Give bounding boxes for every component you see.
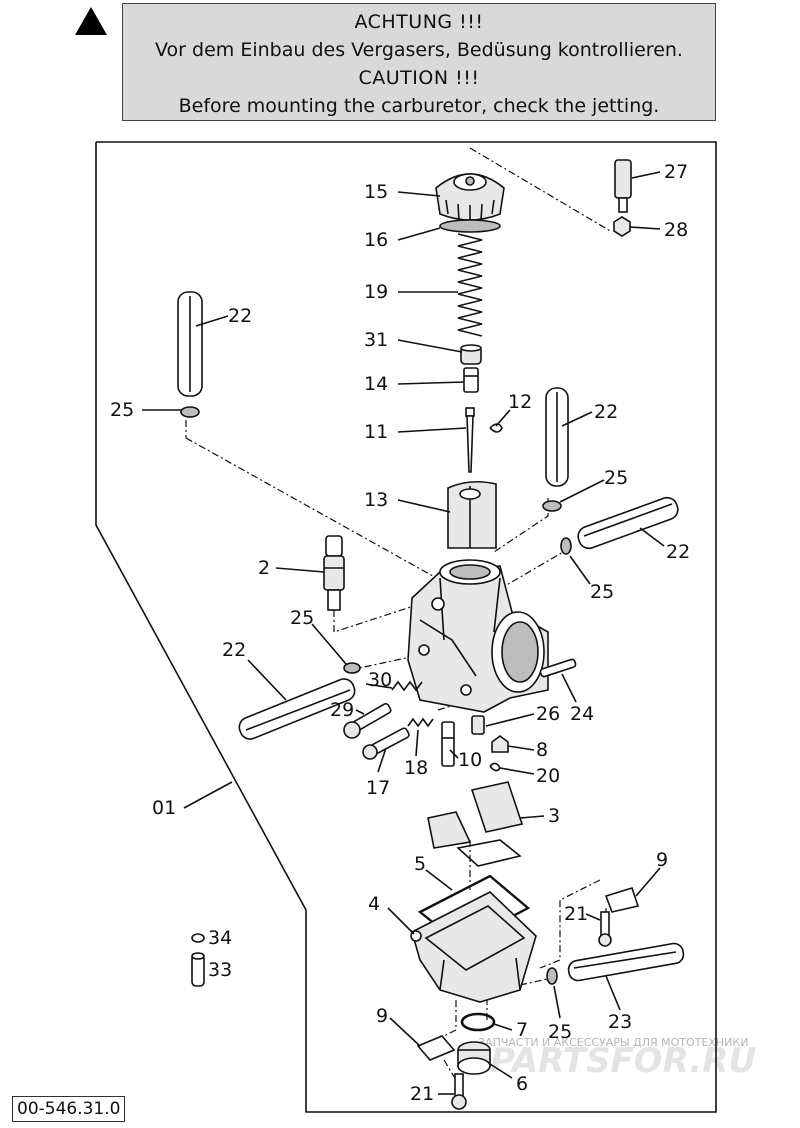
part-7-o-ring — [460, 1012, 496, 1032]
part-31-needle-holder — [460, 344, 482, 365]
drawing-code: 00-546.31.0 — [12, 1096, 126, 1122]
label-3: 3 — [548, 805, 560, 827]
part-21-screw-a — [598, 911, 612, 947]
label-10: 10 — [458, 749, 482, 771]
part-4-float-bowl — [410, 891, 537, 1003]
watermark-small: ЗАПЧАСТИ И АКСЕССУАРЫ ДЛЯ МОТОТЕХНИКИ — [478, 1036, 748, 1049]
caution-heading-de: ACHTUNG !!! — [354, 11, 484, 33]
label-7: 7 — [516, 1019, 528, 1041]
warning-triangle-icon — [75, 7, 107, 35]
part-18-mixture-spring — [407, 717, 434, 728]
part-15-top-cap — [435, 173, 505, 222]
label-33: 33 — [208, 959, 232, 981]
part-26-needle-jet — [471, 715, 485, 735]
part-3-float — [427, 781, 524, 867]
assembly-lines — [185, 147, 613, 1081]
watermark-large: PARTSFOR.RU — [490, 1041, 756, 1081]
part-9-bracket-a — [604, 887, 640, 913]
label-15: 15 — [364, 181, 388, 203]
part-25-hose-clamp-a — [180, 406, 200, 418]
label-25-b: 25 — [604, 467, 628, 489]
label-21-b: 21 — [410, 1083, 434, 1105]
label-12: 12 — [508, 391, 532, 413]
label-14: 14 — [364, 373, 388, 395]
part-10-pilot-jet — [441, 721, 455, 767]
part-33-spacer — [191, 952, 205, 987]
part-2-starter-plunger — [323, 535, 345, 611]
label-22-a: 22 — [228, 305, 252, 327]
leader-lines — [142, 171, 665, 1095]
label-22-b: 22 — [594, 401, 618, 423]
label-29: 29 — [330, 699, 354, 721]
part-8-main-jet — [491, 735, 509, 753]
part-25-hose-clamp-b — [542, 500, 562, 512]
part-13-throttle-slide — [447, 480, 497, 549]
part-11-jet-needle — [465, 407, 475, 473]
label-25-d: 25 — [290, 607, 314, 629]
part-28-nut — [613, 216, 631, 237]
label-31: 31 — [364, 329, 388, 351]
label-19: 19 — [364, 281, 388, 303]
label-11: 11 — [364, 421, 388, 443]
label-13: 13 — [364, 489, 388, 511]
label-34: 34 — [208, 927, 232, 949]
part-22-vent-hose-a — [177, 291, 203, 397]
part-14-needle-clip-holder — [463, 367, 479, 393]
label-16: 16 — [364, 229, 388, 251]
part-29-idle-screw — [343, 702, 392, 739]
part-27-adjusting-screw — [614, 159, 632, 213]
group-frame — [95, 141, 717, 1113]
label-01: 01 — [152, 797, 176, 819]
label-26: 26 — [536, 703, 560, 725]
part-6-drain-plug — [457, 1041, 491, 1075]
part-22-vent-hose-c — [577, 496, 679, 550]
part-9-bracket-b — [416, 1035, 456, 1061]
part-12-needle-clip — [489, 423, 503, 433]
label-8: 8 — [536, 739, 548, 761]
label-28: 28 — [664, 219, 688, 241]
label-4: 4 — [368, 893, 380, 915]
label-30: 30 — [368, 669, 392, 691]
label-22-d: 22 — [222, 639, 246, 661]
part-25-hose-clamp-c — [560, 537, 572, 555]
label-25-a: 25 — [110, 399, 134, 421]
label-9-a: 9 — [656, 849, 668, 871]
label-25-e: 25 — [548, 1021, 572, 1043]
label-5: 5 — [414, 853, 426, 875]
label-21-a: 21 — [564, 903, 588, 925]
part-21-screw-b — [451, 1073, 467, 1110]
carburetor-body — [407, 559, 549, 713]
part-16-cap-gasket — [439, 219, 501, 233]
caution-box: ACHTUNG !!! Vor dem Einbau des Vergasers… — [122, 3, 716, 121]
label-20: 20 — [536, 765, 560, 787]
part-labels: 15 16 19 31 14 11 12 13 27 28 22 25 22 2… — [110, 161, 690, 1105]
part-22-vent-hose-d — [238, 678, 356, 740]
label-18: 18 — [404, 757, 428, 779]
label-23: 23 — [608, 1011, 632, 1033]
part-19-throttle-spring — [457, 233, 483, 337]
label-9-b: 9 — [376, 1005, 388, 1027]
part-23-overflow-hose — [567, 942, 685, 982]
part-30-idle-spring — [391, 680, 423, 692]
label-2: 2 — [258, 557, 270, 579]
part-24-pipe — [539, 658, 577, 678]
part-17-mixture-screw — [362, 727, 410, 760]
label-22-c: 22 — [666, 541, 690, 563]
label-6: 6 — [516, 1073, 528, 1095]
caution-text-en: Before mounting the carburetor, check th… — [178, 95, 660, 117]
label-27: 27 — [664, 161, 688, 183]
part-20-clip — [489, 762, 501, 772]
part-25-hose-clamp-d — [343, 662, 361, 674]
part-25-hose-clamp-e — [546, 967, 558, 985]
label-17: 17 — [366, 777, 390, 799]
label-25-c: 25 — [590, 581, 614, 603]
label-24: 24 — [570, 703, 594, 725]
caution-text-de: Vor dem Einbau des Vergasers, Bedüsung k… — [155, 39, 683, 61]
caution-heading-en: CAUTION !!! — [358, 67, 480, 89]
part-34-o-ring — [191, 933, 205, 943]
part-22-vent-hose-b — [545, 387, 569, 487]
